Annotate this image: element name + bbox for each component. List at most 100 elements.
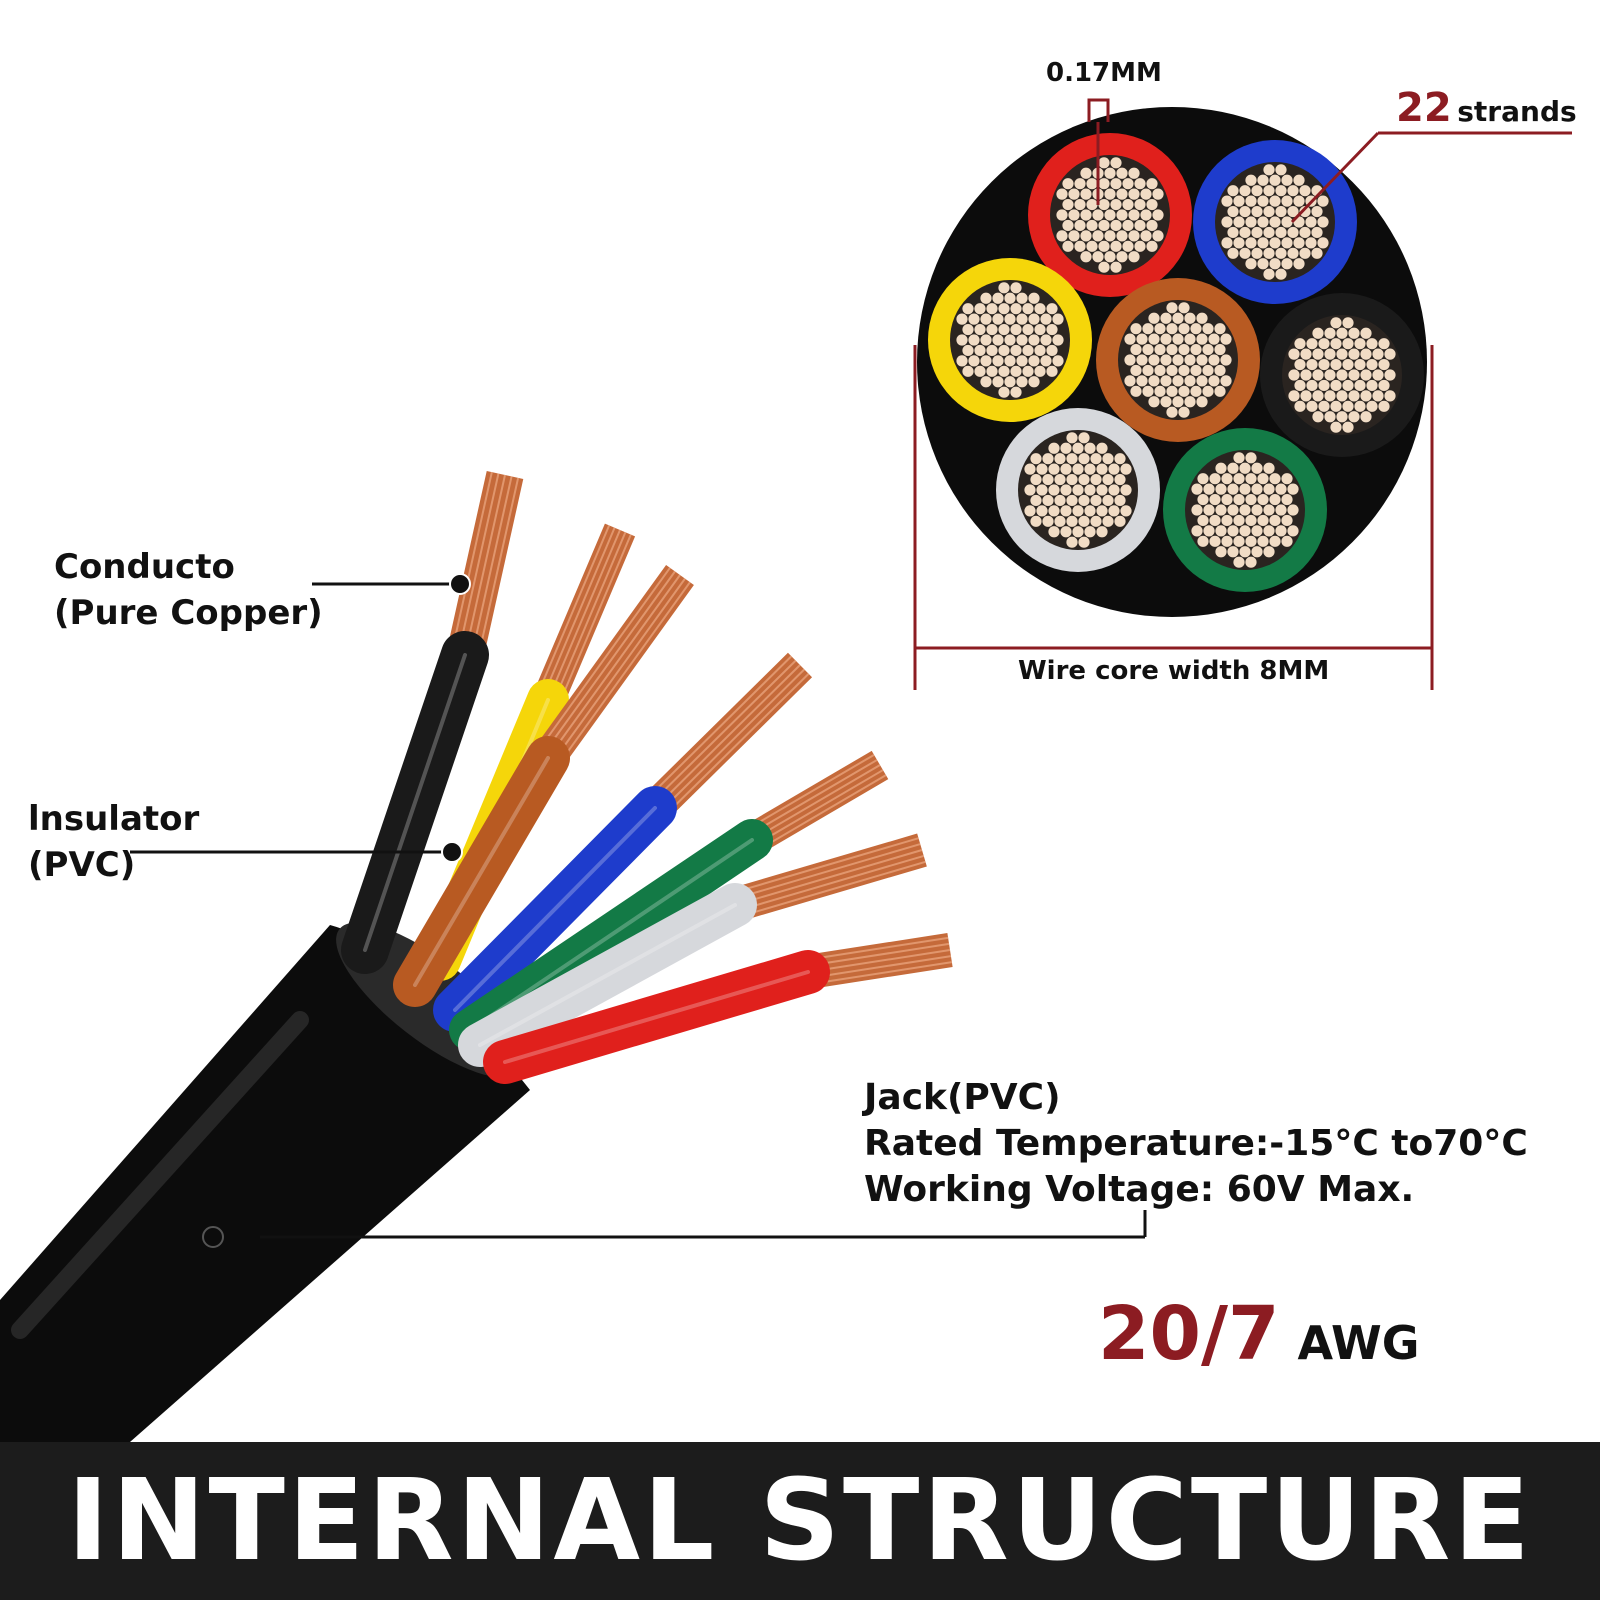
strand-dot: [1251, 247, 1263, 259]
strand-dot: [1348, 411, 1360, 423]
strand-dot: [1239, 504, 1251, 516]
strand-dot: [1066, 536, 1078, 548]
strand-dot: [1010, 303, 1022, 315]
strand-dot: [1196, 333, 1208, 345]
strand-dot: [1166, 302, 1178, 314]
strand-dot: [1042, 453, 1054, 465]
strand-dot: [980, 292, 992, 304]
strand-dot: [1233, 237, 1245, 249]
strand-dot: [1293, 195, 1305, 207]
strand-dot: [968, 313, 980, 325]
copper-strand-line: [654, 664, 801, 809]
strand-dot: [1114, 453, 1126, 465]
strand-dot: [1312, 390, 1324, 402]
strand-dot: [1311, 226, 1323, 239]
copper-strand-line: [464, 474, 506, 656]
strand-dot: [1360, 411, 1372, 423]
strand-dot: [1263, 226, 1275, 239]
strand-dot: [1354, 379, 1366, 392]
strand-dot: [986, 303, 998, 315]
copper-strand-line: [748, 759, 878, 836]
wire-group: [341, 470, 953, 1084]
strand-dot: [1366, 338, 1378, 350]
strand-dot: [1004, 334, 1016, 346]
strand-dot: [1221, 237, 1233, 249]
strand-dot: [1036, 484, 1048, 496]
strand-dot: [1360, 369, 1372, 381]
strand-dot: [1342, 400, 1354, 412]
strand-dot: [1148, 312, 1160, 324]
strand-dot: [1096, 442, 1108, 454]
strand-dot: [1110, 157, 1122, 169]
strand-dot: [1275, 164, 1287, 176]
strand-dot: [1172, 312, 1184, 324]
strand-dot: [1052, 334, 1064, 346]
strand-dot: [1108, 505, 1120, 517]
strand-dot: [1172, 375, 1184, 387]
strand-dot: [1269, 258, 1281, 270]
strand-count-unit: strands: [1457, 95, 1577, 128]
strand-dot: [1104, 209, 1116, 221]
strand-dot: [1233, 195, 1245, 207]
strand-dot: [1384, 390, 1396, 402]
strand-dot: [1208, 354, 1220, 366]
strand-dot: [1306, 338, 1318, 350]
strand-dot: [1263, 205, 1275, 218]
strand-dot: [1104, 188, 1116, 200]
strand-dot: [1024, 484, 1036, 496]
strand-dot: [992, 334, 1004, 346]
strand-dot: [1142, 364, 1154, 377]
working-voltage-text: Working Voltage: 60V Max.: [864, 1169, 1415, 1210]
strand-dot: [1074, 198, 1086, 211]
strand-dot: [1324, 369, 1336, 381]
strand-dot: [1098, 219, 1110, 232]
strand-dot: [1281, 514, 1293, 527]
strand-dot: [1281, 216, 1293, 228]
strand-dot: [1245, 258, 1257, 270]
copper-strand-line: [738, 860, 926, 918]
strand-dot: [1042, 494, 1054, 507]
strand-dot: [1134, 198, 1146, 211]
strand-dot: [1022, 303, 1034, 315]
copper-strand-line: [457, 473, 500, 654]
strand-dot: [1215, 504, 1227, 516]
strand-dot: [1042, 515, 1054, 527]
strand-dot: [1251, 185, 1263, 197]
strand-dot: [1221, 514, 1233, 527]
strand-dot: [1120, 463, 1132, 475]
copper-strand-line: [732, 843, 921, 901]
strand-dot: [962, 323, 974, 336]
strand-dot: [1245, 493, 1257, 506]
strand-dot: [1046, 344, 1058, 357]
strand-dot: [1294, 379, 1306, 392]
cable-jacket: [0, 925, 530, 1442]
strand-dot: [1116, 251, 1128, 263]
conductor-label: Conducto (Pure Copper): [54, 544, 323, 636]
strand-dot: [1146, 240, 1158, 252]
strand-dot: [1251, 483, 1263, 495]
copper-strand-line: [731, 837, 919, 895]
strand-dot: [1098, 178, 1110, 190]
strand-dot: [1124, 333, 1136, 345]
strand-dot: [998, 303, 1010, 315]
strand-dot: [1257, 493, 1269, 506]
strand-dot: [1148, 333, 1160, 345]
strand-dot: [1293, 258, 1305, 270]
strand-dot: [1221, 473, 1233, 485]
strand-dot: [1122, 198, 1134, 211]
strand-dot: [1096, 505, 1108, 517]
strand-dot: [1072, 463, 1084, 475]
strand-dot: [1378, 338, 1390, 350]
strand-dot: [1269, 514, 1281, 527]
strand-dot: [1128, 209, 1140, 221]
strand-dot: [1104, 167, 1116, 179]
strand-dot: [1060, 505, 1072, 517]
copper-strand-line: [450, 471, 493, 653]
strand-dot: [1092, 209, 1104, 221]
strand-dot: [1342, 379, 1354, 392]
strand-dot: [1010, 344, 1022, 357]
strand-dot: [980, 355, 992, 367]
strand-dot: [1048, 442, 1060, 454]
strand-dot: [1281, 258, 1293, 270]
strand-dot: [1034, 323, 1046, 336]
